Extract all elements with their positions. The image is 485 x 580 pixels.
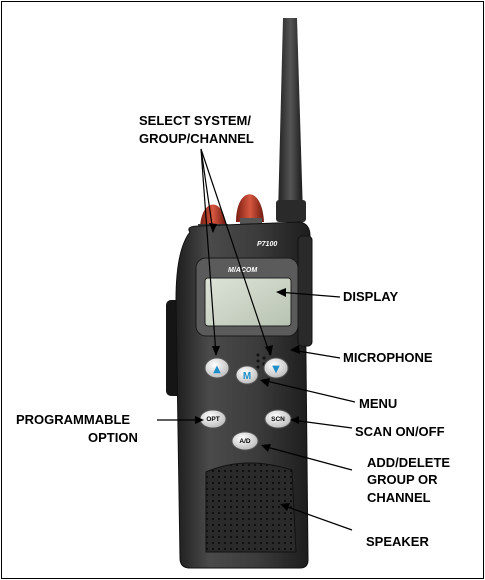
model-label: P7100: [257, 241, 277, 248]
channel-knob: [236, 194, 264, 228]
label-add-line3: CHANNEL: [367, 490, 431, 505]
label-add-line2: GROUP OR: [367, 472, 438, 487]
speaker-grille: [206, 463, 296, 552]
label-select-line1: SELECT SYSTEM/: [139, 113, 251, 128]
menu-button-label: M: [243, 371, 251, 382]
down-button[interactable]: ▼: [264, 358, 288, 378]
label-display: DISPLAY: [343, 289, 398, 304]
ad-button-label: A/D: [239, 438, 251, 445]
up-button[interactable]: ▲: [205, 358, 229, 378]
display-screen: [205, 278, 291, 326]
label-select-line2: GROUP/CHANNEL: [139, 131, 254, 146]
scn-button-label: SCN: [271, 416, 285, 423]
menu-button[interactable]: M: [236, 366, 258, 384]
label-add-line1: ADD/DELETE: [367, 455, 450, 470]
label-programmable-line2: OPTION: [88, 430, 138, 445]
accessory-connector: [298, 236, 312, 346]
up-arrow-icon: ▲: [213, 364, 221, 375]
label-scan: SCAN ON/OFF: [355, 424, 445, 439]
ad-button[interactable]: A/D: [232, 432, 258, 450]
scn-button[interactable]: SCN: [265, 410, 291, 428]
label-microphone: MICROPHONE: [343, 350, 433, 365]
down-arrow-icon: ▼: [272, 364, 280, 375]
label-speaker: SPEAKER: [366, 534, 429, 549]
opt-button-label: OPT: [206, 416, 219, 423]
antenna: [276, 18, 306, 222]
label-programmable-line1: PROGRAMMABLE: [16, 412, 130, 427]
label-menu: MENU: [359, 396, 397, 411]
opt-button[interactable]: OPT: [200, 410, 226, 428]
